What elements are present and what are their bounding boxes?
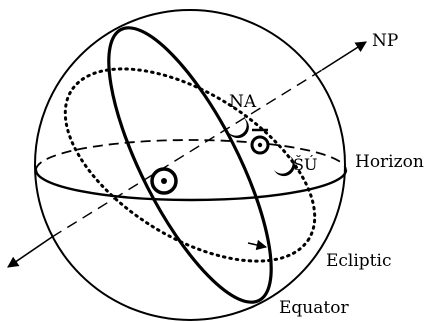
sun-symbol-small [250,128,270,155]
horizon-label: Horizon [355,152,424,172]
ecliptic-direction-arrow [247,239,268,251]
horizon-front-half [34,169,348,202]
polar-axis-outside-lower [7,236,53,268]
celestial-sphere-outline [34,9,346,321]
moon-symbol-na [228,118,249,139]
horizon-back-half [35,139,347,171]
ecliptic-label: Ecliptic [326,251,391,271]
np-label: NP [372,31,398,51]
moon-symbol-su [274,156,295,177]
su-label: ŠÚ [293,154,317,174]
ecliptic-circle [63,67,317,263]
equator-circle [107,26,273,304]
sun-symbol-equinox [150,167,178,195]
polar-axis-outside-upper [321,41,367,71]
na-label: NA [229,92,257,112]
polar-axis-inside [51,69,323,238]
equator-label: Equator [279,298,349,318]
